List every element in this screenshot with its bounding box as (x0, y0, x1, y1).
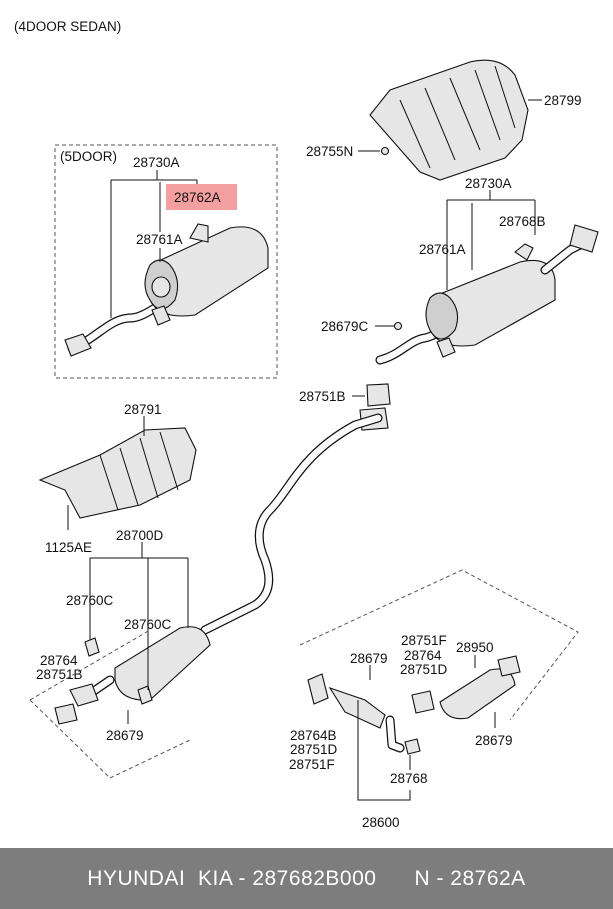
part-number-footer: HYUNDAI KIA - 287682B000 N - 28762A (0, 848, 613, 909)
label-28761A-5d: 28761A (136, 232, 183, 247)
label-28751F-b: 28751F (289, 757, 335, 772)
bolt-28755N (380, 146, 390, 156)
label-28751B-b: 28751B (36, 667, 83, 682)
label-28791: 28791 (124, 402, 162, 417)
five-door-label: (5DOOR) (60, 149, 117, 164)
diagram-title: (4DOOR SEDAN) (14, 19, 121, 34)
gasket-28751B-a (366, 383, 391, 407)
catalytic-converter-28600 (307, 655, 521, 755)
label-28764B: 28764B (290, 728, 337, 743)
label-1125AE: 1125AE (45, 540, 92, 555)
label-28751D-b: 28751D (290, 742, 338, 757)
gasket-28751B-c (54, 703, 78, 725)
heat-shield-28799 (369, 59, 529, 181)
label-28764-b: 28764 (404, 648, 442, 663)
label-28679C: 28679C (321, 319, 369, 334)
label-28768B: 28768B (499, 214, 546, 229)
label-28751F-a: 28751F (401, 633, 447, 648)
label-28764-a: 28764 (40, 653, 78, 668)
label-28679-b: 28679 (350, 651, 388, 666)
label-28600: 28600 (362, 815, 400, 830)
five-door-box (54, 144, 278, 379)
label-28730A: 28730A (465, 176, 512, 191)
center-muffler-28700D (69, 626, 211, 707)
label-28730A-5d: 28730A (133, 155, 180, 170)
footer-text: HYUNDAI KIA - 287682B000 N - 28762A (87, 866, 526, 890)
dashed-outline-left (29, 629, 191, 779)
label-28700D: 28700D (116, 528, 164, 543)
label-28762A: 28762A (174, 190, 221, 205)
highlight-28762A (166, 184, 237, 210)
exhaust-parts-diagram: (4DOOR SEDAN) (5DOOR) 28730A 28762A 2876… (14, 19, 599, 830)
label-28751D-a: 28751D (400, 662, 448, 677)
five-door-muffler-assembly (64, 223, 269, 357)
heat-shield-28791 (38, 427, 197, 519)
label-28768: 28768 (390, 771, 428, 786)
label-28751B-top: 28751B (299, 389, 346, 404)
label-28799: 28799 (544, 93, 582, 108)
dashed-outline-right (299, 569, 579, 721)
label-28679-a: 28679 (106, 728, 144, 743)
sedan-muffler-assembly (375, 224, 599, 365)
label-28761A: 28761A (419, 242, 466, 257)
leader-28700D (89, 542, 189, 690)
label-28950: 28950 (456, 640, 494, 655)
leader-28600 (357, 700, 411, 801)
leader-28730A-5d (110, 170, 198, 318)
label-28760C-a: 28760C (66, 593, 114, 608)
label-28679-c: 28679 (475, 733, 513, 748)
label-28755N: 28755N (306, 144, 353, 159)
label-28760C-b: 28760C (124, 617, 172, 632)
leader-28730A (446, 190, 536, 290)
nut-28679C (393, 321, 403, 331)
center-pipe (200, 413, 383, 635)
